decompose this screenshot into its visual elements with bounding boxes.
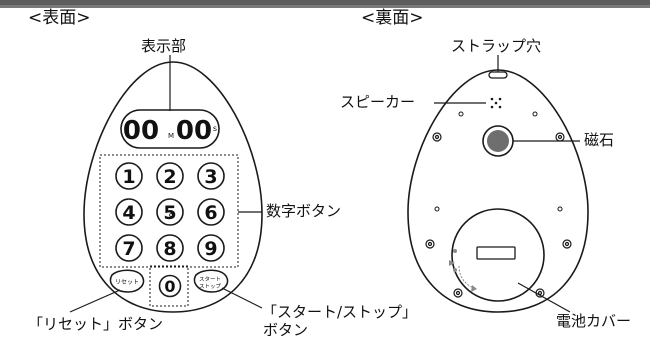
- number-key-4[interactable]: 4: [115, 198, 143, 226]
- battery-cover-slot: [476, 246, 516, 260]
- number-key-5[interactable]: 5: [156, 198, 184, 226]
- magnet: [487, 130, 509, 152]
- start-stop-label-line2: ボタン: [263, 321, 309, 339]
- start-key-label-line1: スタート: [199, 275, 221, 283]
- start-stop-label-line1: 「スタート/ストップ」: [262, 303, 418, 321]
- reset-key[interactable]: [109, 269, 145, 293]
- number-key-2[interactable]: 2: [156, 162, 184, 190]
- front-timer-body: [83, 61, 263, 313]
- number-key-label: 9: [204, 238, 217, 260]
- screw-holes: [425, 132, 572, 298]
- zero-key[interactable]: [158, 274, 182, 298]
- number-key-label: 5: [163, 202, 176, 224]
- battery-cover-leader-line: [517, 282, 571, 313]
- battery-cover-label: 電池カバー: [556, 312, 632, 330]
- number-buttons-label: 数字ボタン: [266, 202, 342, 220]
- display-label: 表示部: [141, 37, 187, 55]
- number-key-label: 2: [163, 166, 176, 188]
- speaker-label: スピーカー: [340, 93, 416, 111]
- number-key-label: 8: [163, 238, 176, 260]
- zero-key-dashed-box: [149, 265, 189, 307]
- magnet-label: 磁石: [584, 131, 615, 149]
- number-key-9[interactable]: 9: [197, 234, 225, 262]
- display-sec-digits: 00: [176, 116, 212, 146]
- display-min-digits: 00: [123, 116, 159, 146]
- display-m-marker: M: [168, 132, 174, 140]
- speaker-holes: [490, 97, 502, 109]
- back-heading: <裏面>: [361, 8, 424, 28]
- front-heading: <表面>: [28, 8, 91, 28]
- number-key-label: 1: [122, 166, 135, 188]
- number-key-label: 4: [122, 202, 135, 224]
- strap-hole-label: ストラップ穴: [451, 37, 542, 55]
- start-key-label-line2: ストップ: [199, 283, 222, 290]
- tactile-dot-icon: [169, 213, 173, 217]
- number-key-label: 7: [122, 238, 135, 260]
- strap-hole: [488, 71, 508, 79]
- number-key-label: 6: [204, 202, 217, 224]
- small-holes: [434, 111, 563, 212]
- reset-key-label: リセット: [115, 279, 139, 286]
- number-key-8[interactable]: 8: [156, 234, 184, 262]
- number-key-6[interactable]: 6: [197, 198, 225, 226]
- zero-key-label: 0: [164, 277, 175, 296]
- reset-button-label: 「リセット」ボタン: [28, 315, 164, 333]
- number-key-1[interactable]: 1: [115, 162, 143, 190]
- number-key-3[interactable]: 3: [197, 162, 225, 190]
- start-stop-leader-line: [221, 287, 263, 309]
- start-stop-key[interactable]: [193, 269, 229, 293]
- battery-cover-arrow: [449, 249, 477, 292]
- number-key-label: 3: [204, 166, 217, 188]
- display-s-marker: s: [213, 124, 217, 133]
- keypad-dashed-box: [99, 154, 239, 268]
- number-key-7[interactable]: 7: [115, 234, 143, 262]
- back-timer-body: [407, 69, 589, 313]
- reset-leader-line: [69, 289, 121, 313]
